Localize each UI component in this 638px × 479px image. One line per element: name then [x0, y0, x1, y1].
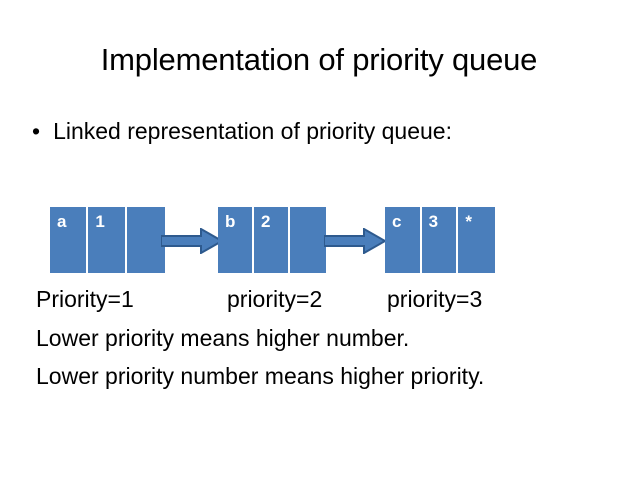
node-a-data-cell: a: [50, 207, 89, 273]
page-title: Implementation of priority queue: [100, 42, 538, 77]
node-a-pointer-cell: [127, 207, 165, 273]
node-a-priority-cell: 1: [88, 207, 127, 273]
node-c-priority-cell: 3: [422, 207, 459, 273]
link-arrow-b-to-c-icon: [323, 227, 388, 255]
node-b-priority-cell: 2: [254, 207, 290, 273]
linked-list-node-b: b 2: [218, 207, 326, 273]
priority-label-1: Priority=1: [36, 286, 134, 312]
bullet-marker-icon: •: [32, 118, 41, 144]
bullet-item-label: Linked representation of priority queue:: [53, 118, 452, 144]
linked-list-node-a: a 1: [50, 207, 165, 273]
node-c-null-pointer-cell: *: [465, 212, 472, 231]
statement-line-2: Lower priority number means higher prior…: [36, 363, 485, 389]
bullet-item: • Linked representation of priority queu…: [32, 118, 452, 145]
link-arrow-a-to-b-icon: [160, 227, 225, 255]
statement-line-1: Lower priority means higher number.: [36, 325, 410, 351]
node-b-pointer-cell: [290, 207, 326, 273]
priority-label-3: priority=3: [387, 286, 483, 312]
node-b-data-cell: b: [218, 207, 254, 273]
priority-label-2: priority=2: [227, 286, 323, 312]
linked-list-node-c: c 3 *: [385, 207, 495, 273]
node-c-data-cell: c: [385, 207, 422, 273]
